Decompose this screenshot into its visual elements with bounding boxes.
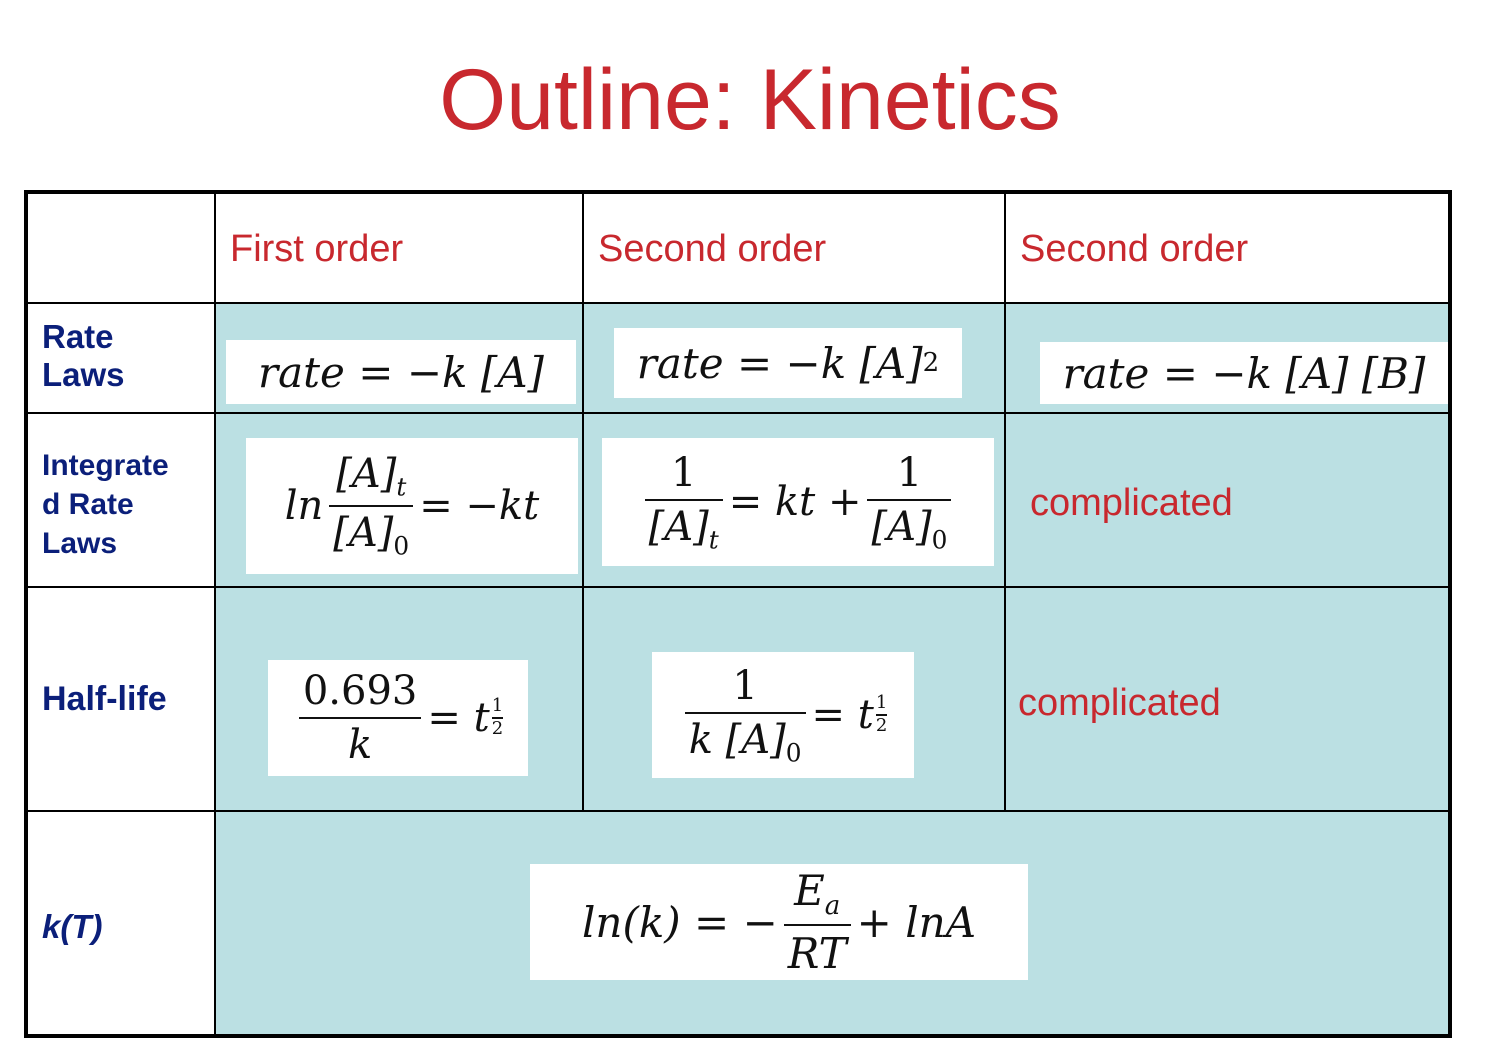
header-second-order-ab: Second order (1020, 228, 1249, 270)
column-divider (1004, 194, 1006, 812)
column-divider (214, 194, 216, 1034)
equation-integrated-second-order: 1 [A]t = kt + 1 [A]0 (602, 438, 994, 566)
row-divider (28, 412, 1448, 414)
column-divider (582, 194, 584, 812)
fraction: 1 k [A]0 (684, 663, 806, 767)
equation-integrated-first-order: ln [A]t [A]0 = −kt (246, 438, 578, 574)
fraction: Ea RT (783, 866, 851, 978)
fraction: [A]t [A]0 (329, 451, 414, 561)
cell-fill-half-third (1006, 588, 1448, 812)
equation-arrhenius: ln(k) = − Ea RT + lnA (530, 864, 1028, 980)
row-divider (28, 302, 1448, 304)
row-divider (28, 586, 1448, 588)
fraction: 1 [A]t (644, 450, 723, 554)
row-label-rate-laws: Rate Laws (42, 318, 125, 393)
header-second-order: Second order (598, 228, 827, 270)
note-half-life-complicated: complicated (1018, 682, 1221, 724)
equation-rate-first-order: rate = −k [A] (226, 340, 576, 404)
note-integrated-complicated: complicated (1030, 482, 1233, 524)
kinetics-table: First order Second order Second order Ra… (24, 190, 1452, 1038)
page-title: Outline: Kinetics (439, 52, 1061, 148)
fraction: 0.693 k (298, 668, 422, 768)
equation-rate-second-order-ab: rate = −k [A] [B] (1040, 342, 1448, 404)
row-label-half-life: Half-life (42, 680, 167, 718)
fraction: 1 [A]0 (867, 450, 952, 554)
equation-rate-second-order: rate = −k [A]2 (614, 328, 962, 398)
row-label-integrated-rate-laws: Integrate d Rate Laws (42, 449, 169, 560)
header-first-order: First order (230, 228, 404, 270)
row-label-k-of-t: k(T) (42, 908, 103, 945)
cell-fill-int-third (1006, 414, 1448, 588)
row-divider (28, 810, 1448, 812)
